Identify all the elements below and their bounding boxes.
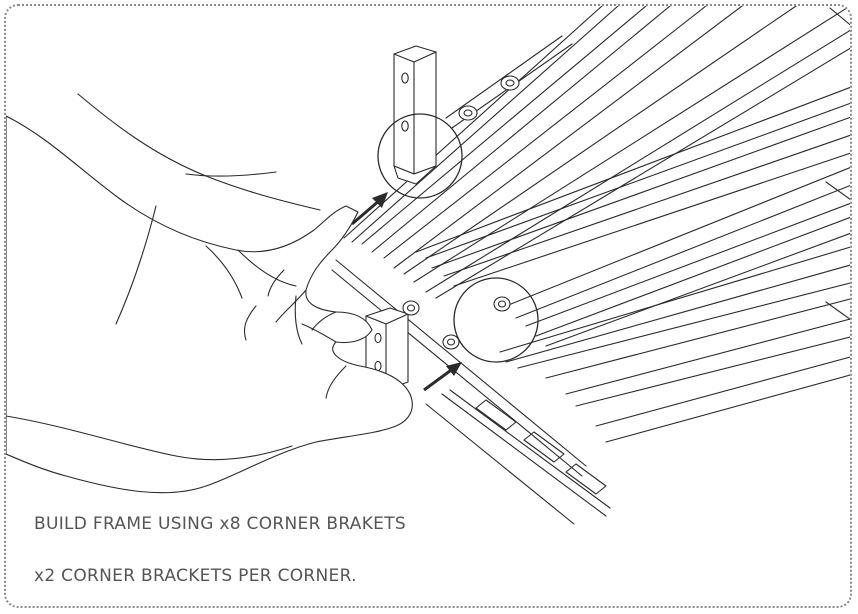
instruction-caption-line2: x2 CORNER BRACKETS PER CORNER. — [34, 566, 357, 586]
assembly-illustration — [6, 6, 850, 525]
lower-highlight-circle — [453, 277, 539, 363]
bolt-heads — [402, 75, 520, 350]
lower-insert-arrow — [423, 362, 462, 392]
upper-highlight-circle — [377, 113, 463, 199]
upper-corner-bracket — [393, 45, 437, 185]
upper-insert-arrow — [351, 192, 388, 226]
instruction-caption-line1: BUILD FRAME USING x8 CORNER BRAKETS — [34, 514, 406, 534]
lower-extrusion-rail — [415, 86, 850, 443]
hand-illustration — [6, 93, 413, 494]
instruction-card: BUILD FRAME USING x8 CORNER BRAKETS x2 C… — [4, 4, 852, 608]
